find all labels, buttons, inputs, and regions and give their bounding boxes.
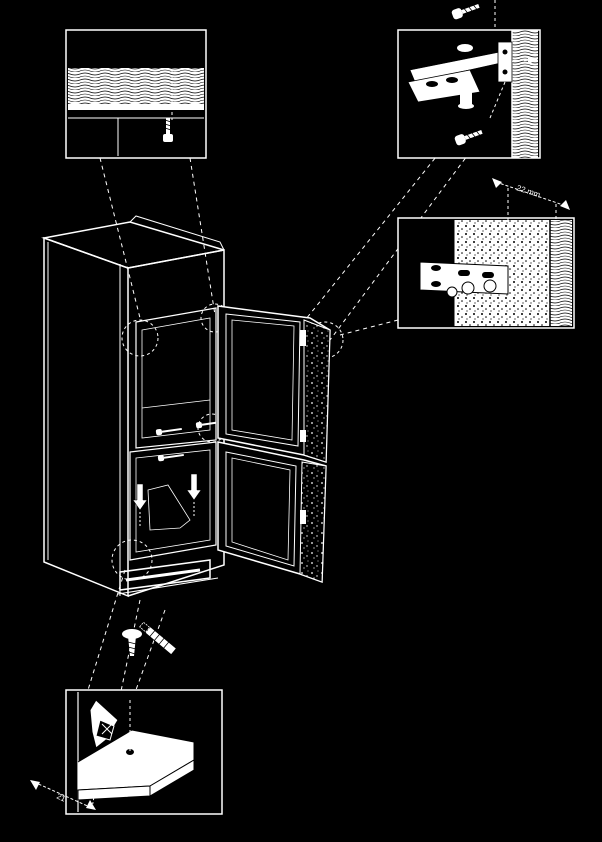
screw-icon bbox=[157, 453, 184, 462]
dimension-label-22mm: 22 mm bbox=[515, 183, 541, 199]
screw-icon bbox=[155, 427, 182, 436]
screw-icon bbox=[454, 129, 483, 146]
door-upper bbox=[217, 305, 331, 464]
inset-top-right bbox=[397, 29, 541, 159]
screw-icon bbox=[195, 421, 216, 429]
screw-icon bbox=[95, 719, 115, 741]
hinge-bracket-icon bbox=[407, 41, 513, 109]
arrow-down-icon bbox=[132, 483, 148, 511]
inset-top-left bbox=[65, 29, 207, 159]
hinge-bracket-icon bbox=[419, 261, 509, 298]
door-lower bbox=[217, 441, 327, 584]
dimension-21: 21 bbox=[30, 773, 99, 810]
arrow-right-icon bbox=[528, 56, 538, 64]
dimension-label-21: 21 bbox=[55, 792, 67, 804]
inset-right-middle bbox=[397, 217, 575, 329]
screw-icon bbox=[122, 629, 142, 656]
wall-plug-icon bbox=[139, 621, 177, 656]
inset-bottom-left bbox=[65, 689, 223, 815]
screw-icon bbox=[451, 3, 480, 20]
arrow-down-icon bbox=[186, 473, 202, 501]
screw-icon bbox=[163, 118, 173, 142]
cabinet bbox=[41, 215, 225, 598]
